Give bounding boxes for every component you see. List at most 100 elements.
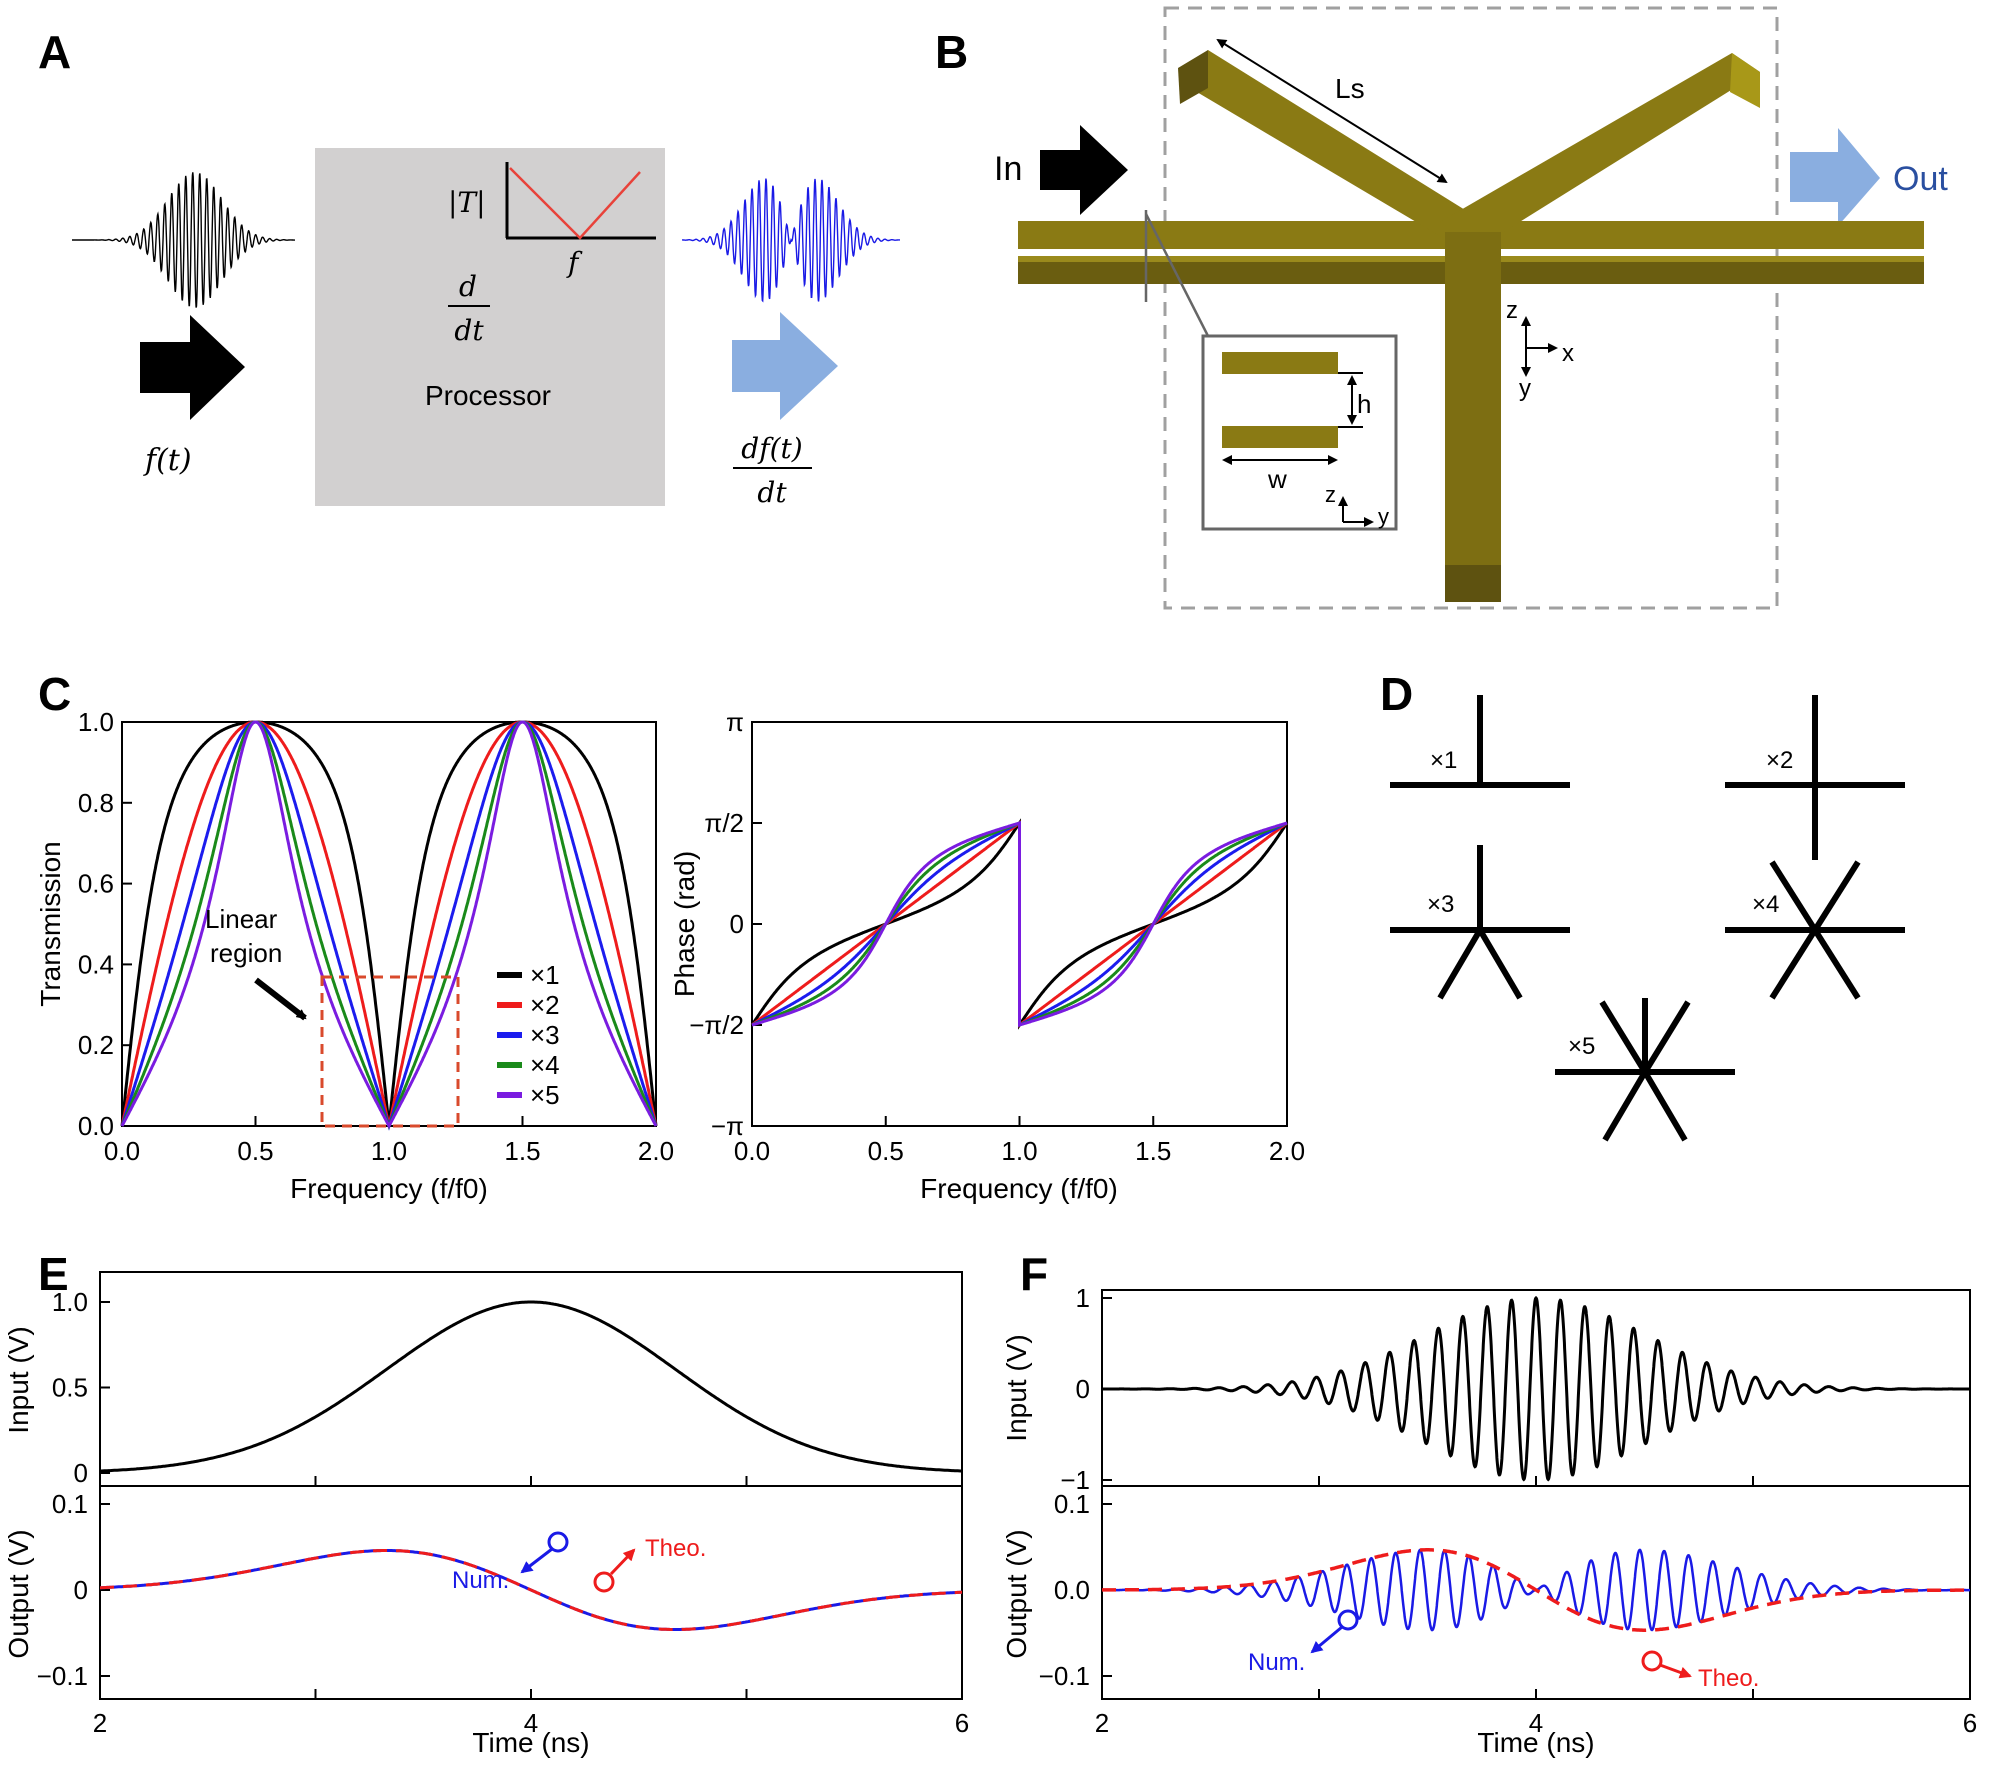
f-xtick-label: 4 bbox=[1529, 1708, 1543, 1738]
e-output-frame bbox=[99, 1485, 963, 1700]
output-denominator: dt bbox=[757, 476, 787, 509]
transmission-curve-x4 bbox=[120, 720, 658, 1130]
inset-lower-strip bbox=[1222, 426, 1338, 448]
transmission-xlabel: Frequency (f/f0) bbox=[290, 1173, 488, 1204]
transmission-curve-x3 bbox=[120, 720, 658, 1131]
legend-label-x1: ×1 bbox=[530, 960, 560, 990]
f-xtick-label: 6 bbox=[1963, 1708, 1977, 1738]
legend: ×1×2×3×4×5 bbox=[497, 960, 560, 1110]
legend-label-x5: ×5 bbox=[530, 1080, 560, 1110]
output-wave-packet bbox=[682, 178, 900, 303]
e-num-marker bbox=[547, 1531, 569, 1553]
phase-ytick-label: −π bbox=[711, 1111, 744, 1141]
transmission-xtick-label: 2.0 bbox=[638, 1136, 674, 1166]
panel-b: In Out Ls h w z y z bbox=[994, 6, 1948, 610]
transfer-ylabel: |T| bbox=[448, 186, 486, 219]
phase-xtick-label: 0.0 bbox=[734, 1136, 770, 1166]
unit-cell-dashed-box bbox=[1163, 6, 1779, 610]
output-numerator: df(t) bbox=[741, 432, 802, 465]
f-input-ylabel: Input (V) bbox=[1001, 1334, 1032, 1441]
transmission-ytick-label: 0.8 bbox=[78, 788, 114, 818]
e-input-curve bbox=[100, 1300, 962, 1473]
transfer-v-curve bbox=[509, 167, 641, 240]
panel-label-e: E bbox=[38, 1248, 69, 1300]
e-output-ylabel: Output (V) bbox=[3, 1529, 34, 1658]
junction-x3-label: ×3 bbox=[1427, 891, 1454, 918]
linear-region-box bbox=[320, 975, 460, 1128]
transmission-ylabel: Transmission bbox=[35, 841, 66, 1006]
derivative-denominator: dt bbox=[454, 314, 484, 347]
f-theo-marker bbox=[1641, 1650, 1663, 1672]
panel-label-a: A bbox=[38, 26, 71, 78]
phase-ytick-label: π/2 bbox=[704, 808, 744, 838]
cross-section-pointer bbox=[1144, 213, 1210, 337]
junction-x3 bbox=[1390, 845, 1570, 1000]
legend-label-x2: ×2 bbox=[530, 990, 560, 1020]
e-theo-label: Theo. bbox=[645, 1535, 706, 1562]
transmission-ytick-label: 1.0 bbox=[78, 707, 114, 737]
f-input-curve bbox=[1102, 1295, 1970, 1482]
legend-label-x4: ×4 bbox=[530, 1050, 560, 1080]
transmission-xtick-label: 0.5 bbox=[237, 1136, 273, 1166]
panel-label-d: D bbox=[1380, 668, 1413, 720]
e-num-arrow bbox=[520, 1547, 553, 1574]
transmission-plot-frame bbox=[121, 721, 657, 1127]
e-xtick-label: 2 bbox=[93, 1708, 107, 1738]
transmission-xtick-label: 0.0 bbox=[104, 1136, 140, 1166]
phase-ytick-label: π bbox=[726, 707, 744, 737]
processor-label: Processor bbox=[425, 380, 551, 411]
input-arrow bbox=[140, 315, 245, 420]
linear-region-arrow bbox=[254, 977, 307, 1021]
phase-xtick-label: 2.0 bbox=[1269, 1136, 1305, 1166]
f-input-ytick-label: 1 bbox=[1076, 1283, 1090, 1313]
junction-x2 bbox=[1725, 695, 1905, 860]
e-output-ytick-label: 0 bbox=[74, 1575, 88, 1605]
transmission-xtick-label: 1.0 bbox=[371, 1136, 407, 1166]
f-output-ytick-label: 0.1 bbox=[1054, 1489, 1090, 1519]
e-theo-marker bbox=[593, 1571, 615, 1593]
input-wave-packet bbox=[72, 172, 295, 308]
stub-upper-right bbox=[1440, 53, 1760, 248]
out-label: Out bbox=[1893, 160, 1948, 198]
inset-upper-strip bbox=[1222, 352, 1338, 374]
stub-upper-right-end bbox=[1730, 53, 1760, 108]
transmission-curve-x2 bbox=[120, 720, 658, 1127]
f-output-ylabel: Output (V) bbox=[1001, 1529, 1032, 1658]
junction-x1-label: ×1 bbox=[1430, 747, 1457, 774]
panel-d bbox=[1390, 695, 1905, 1142]
f-num-label: Num. bbox=[1248, 1649, 1305, 1676]
e-xtick-label: 4 bbox=[524, 1708, 538, 1738]
e-input-ytick-label: 0.5 bbox=[52, 1373, 88, 1403]
linear-region-label-line2: region bbox=[210, 938, 282, 968]
inset-axis-y: y bbox=[1378, 504, 1389, 529]
phase-xtick-label: 1.5 bbox=[1135, 1136, 1171, 1166]
transmission-curve-x5 bbox=[120, 720, 658, 1130]
derivative-numerator: d bbox=[459, 270, 477, 303]
f-theo-arrow bbox=[1659, 1663, 1692, 1679]
junction-x1 bbox=[1390, 695, 1570, 788]
panel-a: f(t) |T| f d dt Processor df(t) dt bbox=[72, 148, 900, 509]
phase-ytick-label: −π/2 bbox=[689, 1010, 744, 1040]
inset-h-label: h bbox=[1357, 389, 1371, 419]
junction-x4 bbox=[1725, 860, 1905, 1000]
f-num-marker bbox=[1337, 1609, 1359, 1631]
phase-curves bbox=[750, 818, 1289, 1030]
phase-xlabel: Frequency (f/f0) bbox=[920, 1173, 1118, 1204]
f-num-arrow bbox=[1310, 1625, 1343, 1654]
transmission-ytick-label: 0.4 bbox=[78, 949, 114, 979]
axis-z-label: z bbox=[1506, 297, 1518, 324]
stub-vertical-end bbox=[1445, 565, 1501, 602]
panel-label-c: C bbox=[38, 668, 71, 720]
e-xtick-label: 6 bbox=[955, 1708, 969, 1738]
transmission-curve-x1 bbox=[120, 720, 658, 1127]
out-arrow bbox=[1790, 128, 1880, 226]
length-label: Ls bbox=[1335, 73, 1365, 104]
transmission-curves bbox=[120, 720, 658, 1131]
f-input-ytick-label: 0 bbox=[1076, 1374, 1090, 1404]
e-input-ytick-label: 0 bbox=[74, 1458, 88, 1488]
e-output-ytick-label: −0.1 bbox=[37, 1661, 88, 1691]
